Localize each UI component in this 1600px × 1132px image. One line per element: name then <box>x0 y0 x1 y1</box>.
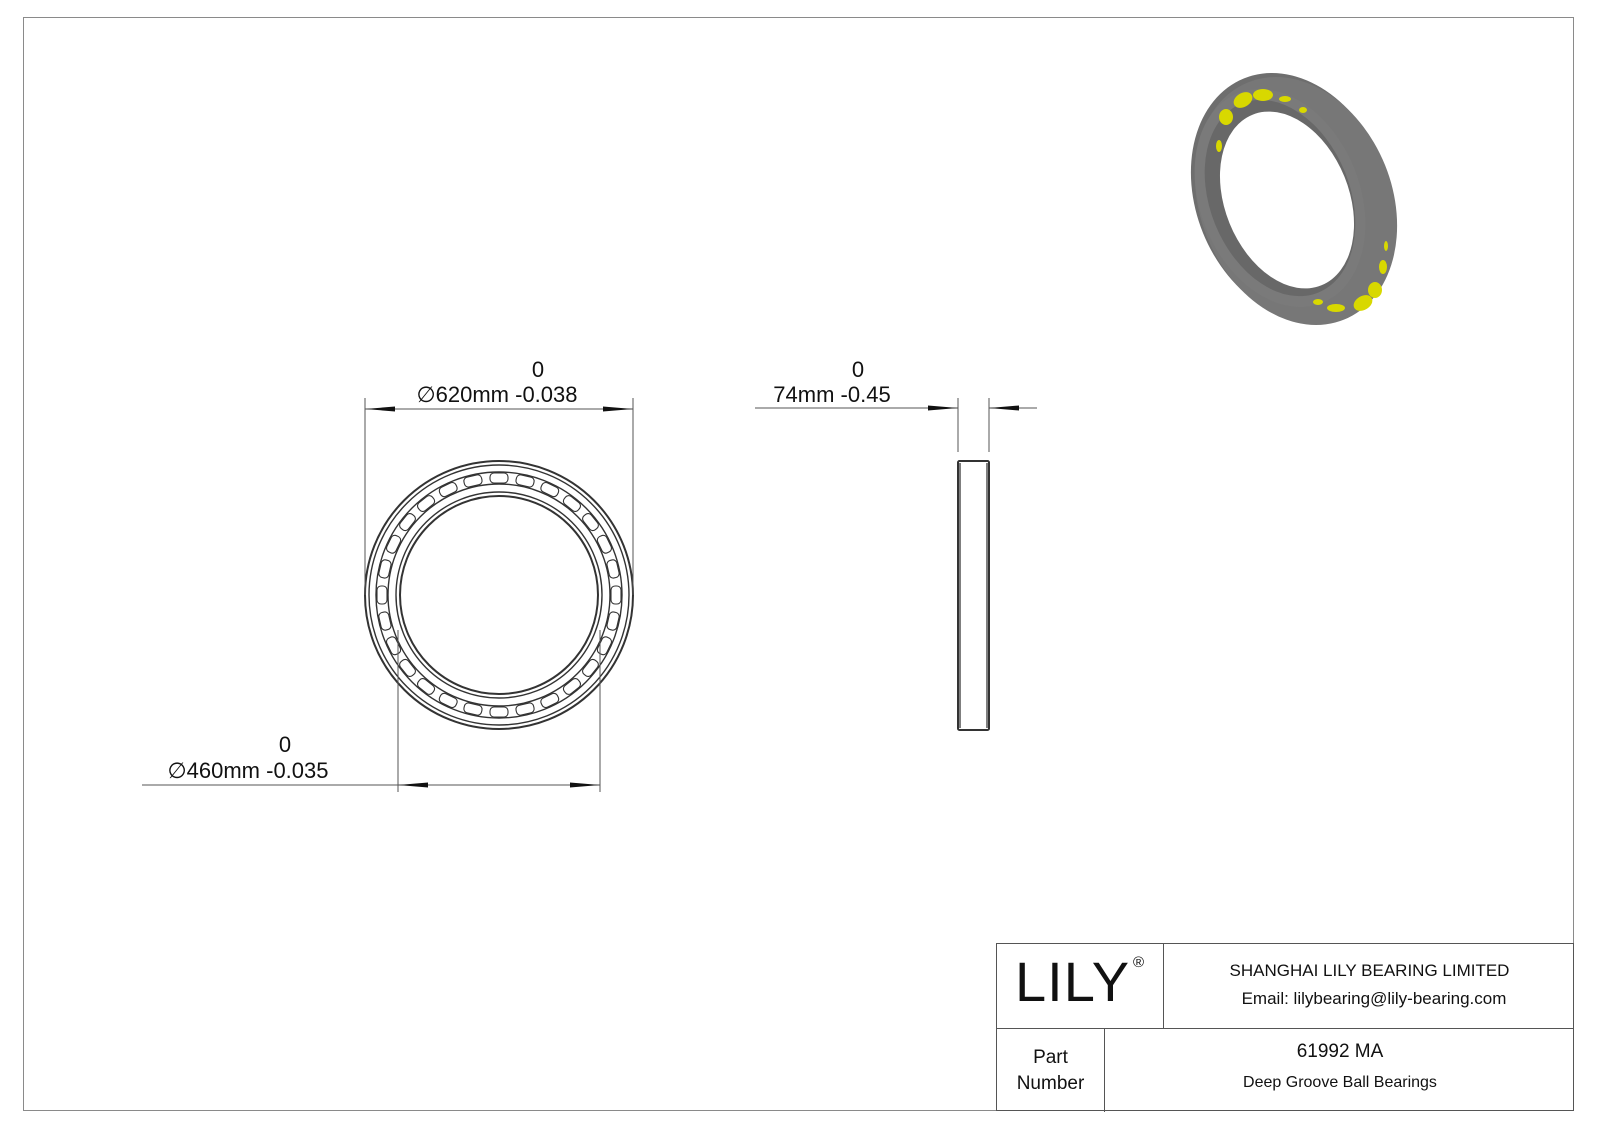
front-view-extension-lines <box>364 398 634 792</box>
outer-diameter-dimension: 0 ∅620mm -0.038 <box>365 357 633 412</box>
title-block-header: LILY ® SHANGHAI LILY BEARING LIMITED Ema… <box>997 944 1573 1029</box>
width-upper-tol: 0 <box>852 357 864 382</box>
inner-diameter-label: ∅460mm -0.035 <box>167 758 328 783</box>
drawing-frame <box>23 17 1574 1111</box>
company-logo: LILY <box>1015 950 1131 1013</box>
title-block: LILY ® SHANGHAI LILY BEARING LIMITED Ema… <box>996 943 1574 1112</box>
outer-diameter-upper-tol: 0 <box>532 357 544 382</box>
inner-diameter-dimension: 0 ∅460mm -0.035 <box>142 732 600 788</box>
inner-diameter-upper-tol: 0 <box>279 732 291 757</box>
bearing-3d-render <box>1190 72 1398 326</box>
width-label: 74mm -0.45 <box>773 382 890 407</box>
part-number: 61992 MA <box>1296 1041 1384 1062</box>
part-label-line2: Number <box>1016 1073 1085 1094</box>
side-view-bearing <box>957 460 990 731</box>
part-number-label: Part Number <box>997 1029 1105 1112</box>
company-name: SHANGHAI LILY BEARING LIMITED <box>1229 961 1510 980</box>
front-view-bearing <box>364 460 634 730</box>
width-dimension: 0 74mm -0.45 <box>755 357 1037 452</box>
part-description: Deep Groove Ball Bearings <box>1243 1074 1437 1091</box>
logo-cell: LILY ® <box>997 944 1164 1028</box>
outer-diameter-label: ∅620mm -0.038 <box>416 382 577 407</box>
title-block-part-row: Part Number 61992 MA Deep Groove Ball Be… <box>997 1029 1573 1112</box>
part-label-line1: Part <box>1033 1047 1068 1068</box>
registered-mark-icon: ® <box>1133 954 1145 971</box>
company-email: Email: lilybearing@lily-bearing.com <box>1241 989 1507 1008</box>
